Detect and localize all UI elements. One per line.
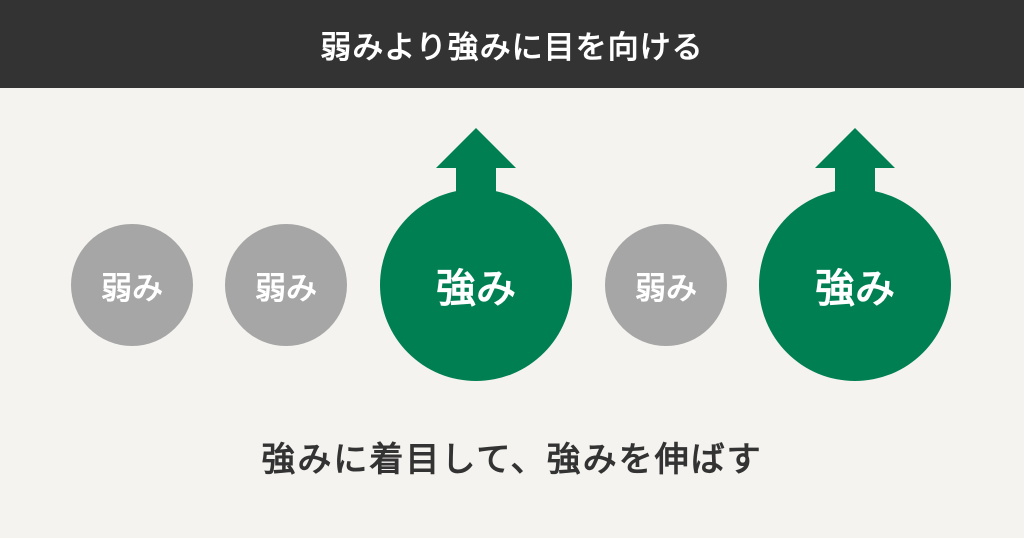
weak-circle-3 xyxy=(605,224,727,346)
up-arrow-icon xyxy=(815,128,895,200)
up-arrow-icon xyxy=(436,128,516,200)
weak-circle-1 xyxy=(71,224,193,346)
weak-circle-2 xyxy=(225,224,347,346)
strong-circle-2 xyxy=(759,189,951,381)
strong-circle-1 xyxy=(380,189,572,381)
header-banner: 弱みより強みに目を向ける xyxy=(0,0,1024,88)
caption-text: 強みに着目して、強みを伸ばす xyxy=(261,440,763,480)
page-title: 弱みより強みに目を向ける xyxy=(320,29,704,66)
